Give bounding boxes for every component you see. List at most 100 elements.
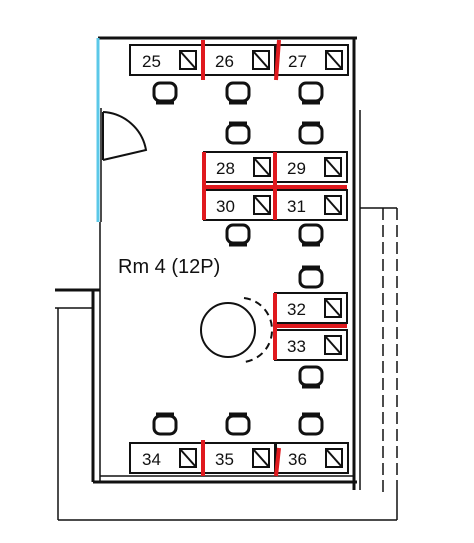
desk-number: 35: [215, 450, 234, 469]
monitor-frame: [325, 50, 343, 70]
divider-35-36: [274, 447, 281, 477]
office-chair-icon: [152, 81, 178, 105]
desk-31[interactable]: 31: [274, 189, 348, 221]
desk-number: 32: [287, 300, 306, 319]
desk-34[interactable]: 34: [129, 442, 203, 474]
monitor-frame: [179, 448, 197, 468]
round-table-icon: [200, 297, 274, 363]
chair-seat: [298, 267, 324, 289]
desk-surface: [274, 189, 348, 221]
chair-seat: [225, 223, 251, 245]
desk-surface: [274, 151, 348, 183]
door-swing-icon: [102, 111, 148, 161]
desk-28[interactable]: 28: [203, 151, 277, 183]
monitor-hatch: [325, 50, 343, 70]
desk-surface: [129, 442, 203, 474]
chair-seat: [298, 414, 324, 436]
hatched-monitor-icon: [252, 50, 270, 70]
desk-surface: [203, 151, 277, 183]
office-chair-icon: [225, 81, 251, 105]
desk-surface: [202, 44, 276, 76]
office-chair-icon: [225, 412, 251, 436]
monitor-frame: [325, 448, 343, 468]
office-chair-icon: [298, 121, 324, 145]
hatched-monitor-icon: [324, 157, 342, 177]
monitor-frame: [324, 195, 342, 215]
walls: [55, 36, 398, 521]
chairs: [152, 81, 324, 436]
desk-33[interactable]: 33: [274, 329, 348, 361]
monitor-hatch: [252, 448, 270, 468]
desk-number: 30: [216, 197, 235, 216]
hatched-monitor-icon: [324, 195, 342, 215]
hatched-monitor-icon: [324, 335, 342, 355]
office-chair-icon: [298, 81, 324, 105]
desk-29[interactable]: 29: [274, 151, 348, 183]
desk-surface: [203, 189, 277, 221]
chair-seat: [152, 81, 178, 103]
office-chair-icon: [225, 223, 251, 247]
room-label: Rm 4 (12P): [118, 256, 220, 278]
chair-seat: [298, 123, 324, 145]
chair-seat: [225, 81, 251, 103]
desk-number: 27: [288, 52, 307, 71]
desk-36[interactable]: 36: [275, 442, 349, 474]
divider-26-27: [274, 39, 281, 81]
table-chair-arc: [243, 297, 274, 363]
desk-surface: [274, 329, 348, 361]
hatched-monitor-icon: [325, 50, 343, 70]
monitor-frame: [324, 335, 342, 355]
monitor-frame: [324, 157, 342, 177]
monitor-hatch: [179, 50, 197, 70]
monitor-frame: [179, 50, 197, 70]
desk-number: 34: [142, 450, 161, 469]
monitor-hatch: [324, 195, 342, 215]
desk-25[interactable]: 25: [129, 44, 203, 76]
hatched-monitor-icon: [252, 448, 270, 468]
chair-seat: [298, 223, 324, 245]
desk-number: 28: [216, 159, 235, 178]
desks: 25 26 27 28 29 30 31 32 33 34 35 36: [129, 44, 349, 474]
desk-number: 36: [288, 450, 307, 469]
chair-seat: [298, 81, 324, 103]
office-chair-icon: [298, 412, 324, 436]
desk-27[interactable]: 27: [275, 44, 349, 76]
round-table-top: [200, 302, 256, 358]
monitor-hatch: [253, 157, 271, 177]
hatched-monitor-icon: [179, 448, 197, 468]
desk-number: 26: [215, 52, 234, 71]
office-chair-icon: [298, 265, 324, 289]
monitor-frame: [252, 448, 270, 468]
desk-surface: [129, 44, 203, 76]
office-chair-icon: [298, 365, 324, 389]
hatched-monitor-icon: [253, 157, 271, 177]
desk-26[interactable]: 26: [202, 44, 276, 76]
monitor-hatch: [324, 157, 342, 177]
chair-seat: [225, 123, 251, 145]
hatched-monitor-icon: [253, 195, 271, 215]
monitor-frame: [253, 195, 271, 215]
desk-number: 33: [287, 337, 306, 356]
monitor-hatch: [252, 50, 270, 70]
monitor-hatch: [179, 448, 197, 468]
chair-seat: [298, 365, 324, 387]
monitor-hatch: [324, 298, 342, 318]
monitor-hatch: [324, 335, 342, 355]
hatched-monitor-icon: [179, 50, 197, 70]
desk-number: 29: [287, 159, 306, 178]
desk-30[interactable]: 30: [203, 189, 277, 221]
office-chair-icon: [225, 121, 251, 145]
hatched-monitor-icon: [325, 448, 343, 468]
desk-35[interactable]: 35: [202, 442, 276, 474]
desk-32[interactable]: 32: [274, 292, 348, 324]
desk-number: 25: [142, 52, 161, 71]
desk-surface: [275, 44, 349, 76]
monitor-frame: [324, 298, 342, 318]
office-chair-icon: [152, 412, 178, 436]
dividers: [201, 39, 347, 477]
monitor-frame: [252, 50, 270, 70]
desk-surface: [275, 442, 349, 474]
desk-surface: [202, 442, 276, 474]
